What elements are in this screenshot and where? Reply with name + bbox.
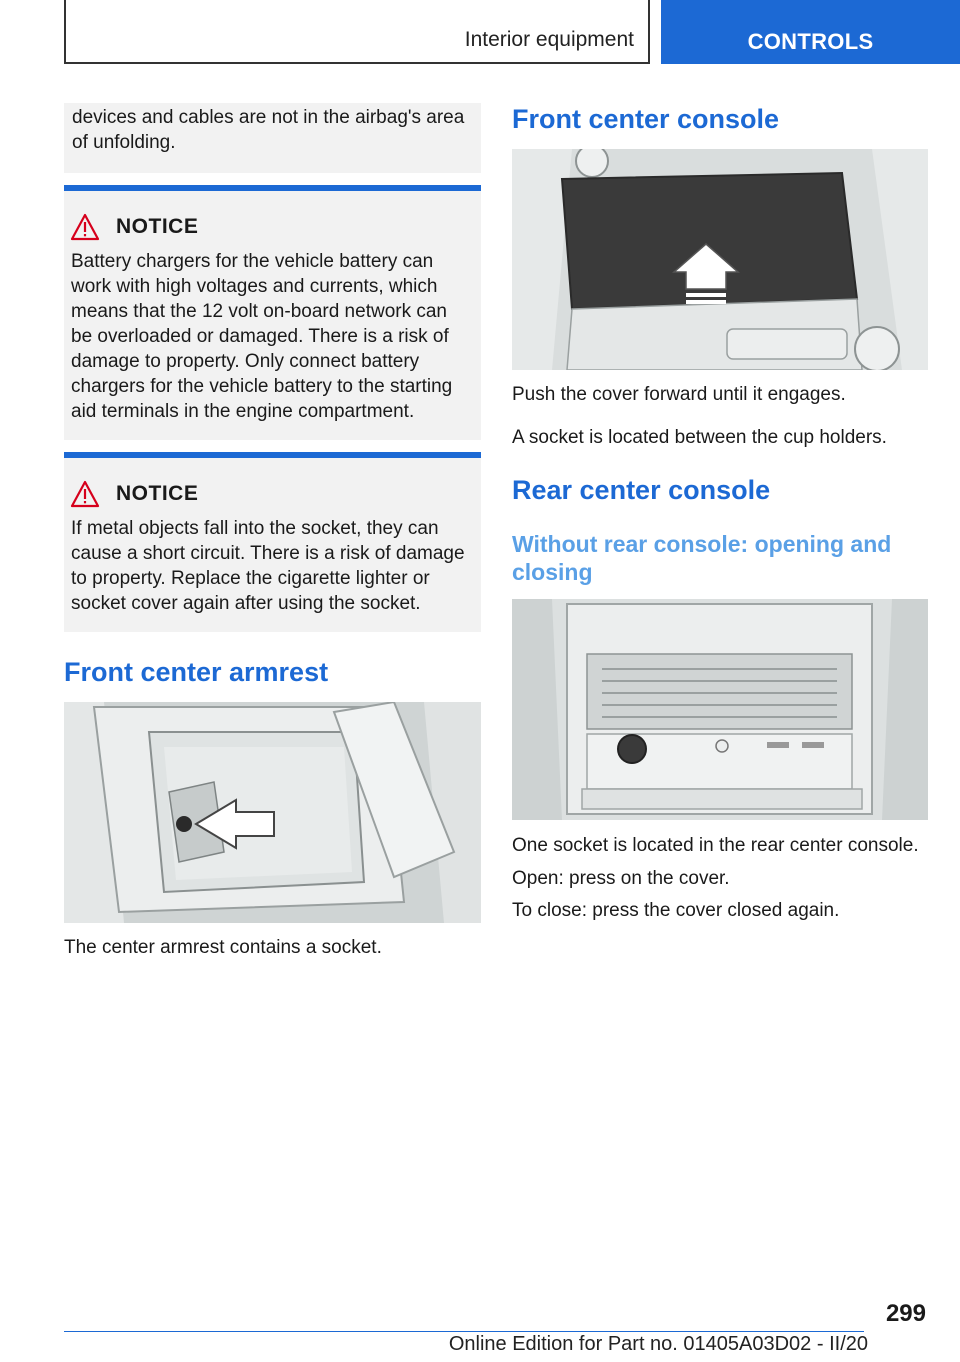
heading-rear-center-console: Rear center console (512, 475, 771, 505)
heading-front-center-console: Front center console (512, 104, 780, 134)
header-chapter-tab: CONTROLS (661, 0, 960, 64)
notice-header: NOTICE (70, 213, 481, 241)
footer-edition: Online Edition for Part no. 01405A03D02 … (448, 1333, 868, 1355)
front-console-text-1: Push the cover forward until it engages. (512, 384, 846, 405)
header-section-tab: Interior equipment (64, 0, 650, 64)
rear-console-illustration (512, 599, 928, 820)
subheading-without-rear-console: Without rear console: opening and closin… (512, 531, 892, 585)
footer-divider (64, 1331, 864, 1332)
warning-triangle-icon (70, 480, 100, 508)
notice-label: NOTICE (116, 215, 199, 238)
armrest-illustration (64, 702, 481, 923)
notice-text: Battery chargers for the vehicle battery… (71, 251, 453, 422)
notice-box-battery: NOTICE Battery chargers for the vehicle … (64, 185, 481, 440)
rear-console-text-1: One socket is located in the rear center… (512, 835, 919, 856)
notice-text: If metal objects fall into the socket, t… (71, 518, 465, 614)
warning-triangle-icon (70, 213, 100, 241)
notice-label: NOTICE (116, 482, 199, 505)
warning-continuation-text: devices and cables are not in the airbag… (72, 107, 465, 153)
rear-console-text-3: To close: press the cover closed again. (512, 900, 840, 921)
chapter-title: CONTROLS (747, 29, 874, 54)
section-title: Interior equipment (464, 28, 634, 51)
armrest-caption: The center armrest contains a socket. (64, 937, 382, 958)
notice-header: NOTICE (70, 480, 481, 508)
front-console-text-2: A socket is located between the cup hold… (512, 427, 887, 448)
front-console-illustration (512, 149, 928, 370)
page-number: 299 (885, 1300, 926, 1327)
rear-console-text-2: Open: press on the cover. (512, 868, 730, 889)
heading-front-center-armrest: Front center armrest (64, 657, 329, 687)
notice-box-metal-objects: NOTICE If metal objects fall into the so… (64, 452, 481, 632)
warning-continuation-box: devices and cables are not in the airbag… (64, 103, 481, 173)
